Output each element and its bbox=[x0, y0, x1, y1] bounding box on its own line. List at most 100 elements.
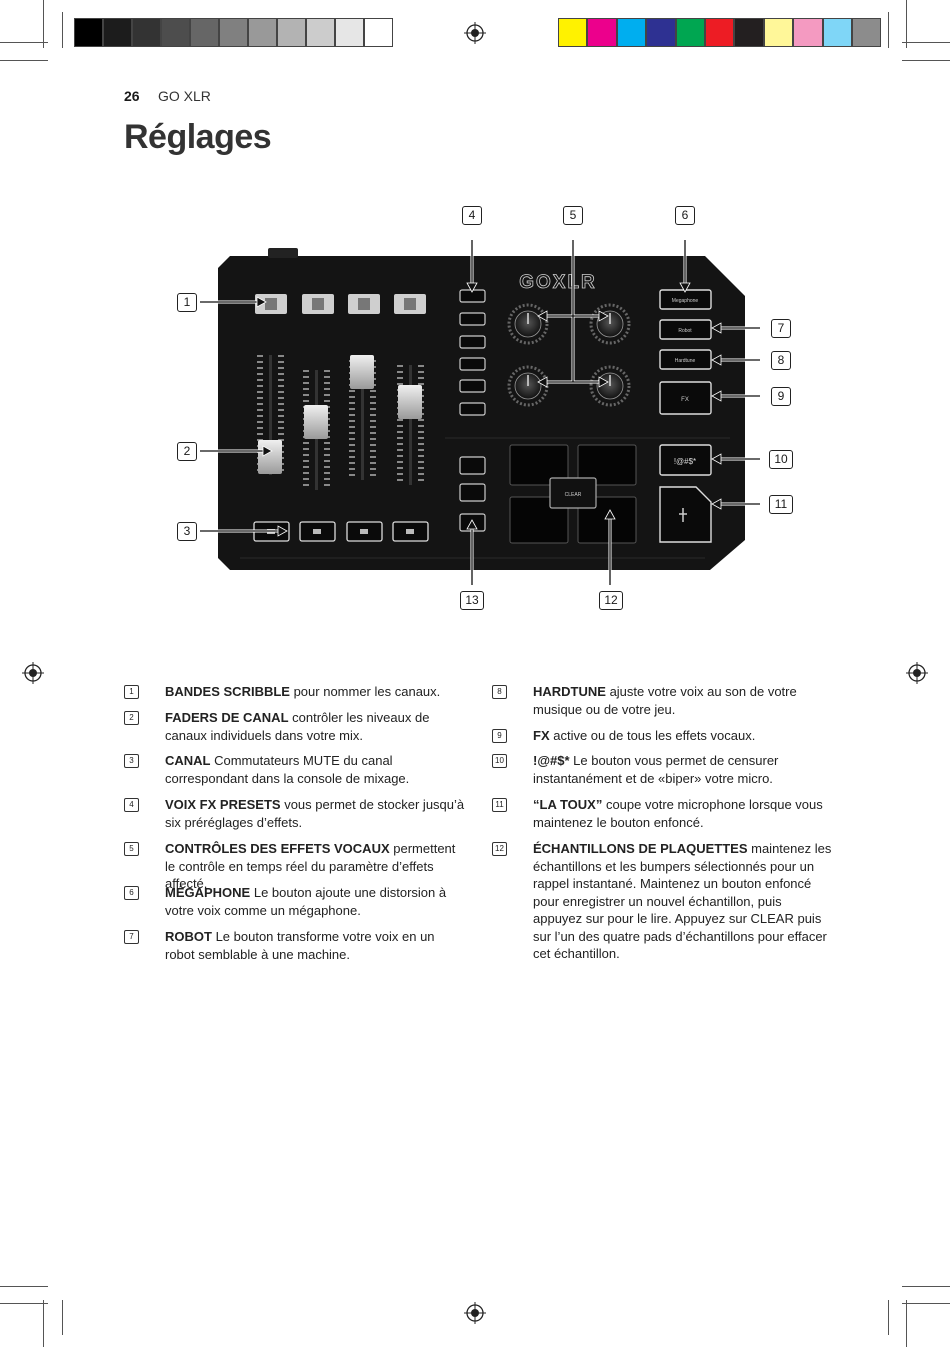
callout-1: 1 bbox=[177, 293, 197, 312]
crop-mark bbox=[902, 1286, 950, 1287]
megaphone-label: Megaphone bbox=[672, 298, 699, 304]
page-title: Réglages bbox=[124, 118, 272, 156]
legend-description: maintenez les échantillons et les bumper… bbox=[533, 841, 832, 961]
legend-term: CONTRÔLES DES EFFETS VOCAUX bbox=[165, 841, 390, 856]
effect-knob bbox=[507, 303, 549, 345]
callout-6: 6 bbox=[675, 206, 695, 225]
color-swatch bbox=[763, 18, 794, 47]
preset-button bbox=[459, 357, 486, 371]
color-swatch bbox=[558, 18, 588, 47]
fader-cap bbox=[398, 385, 422, 419]
preset-button bbox=[459, 379, 486, 393]
legend-term: ROBOT bbox=[165, 929, 212, 944]
callout-12: 12 bbox=[599, 591, 623, 610]
robot-label: Robot bbox=[678, 328, 692, 334]
crop-mark bbox=[906, 0, 907, 48]
legend-number: 10 bbox=[492, 754, 507, 768]
crop-mark bbox=[43, 1300, 44, 1347]
legend-description: Le bouton vous permet de censurer instan… bbox=[533, 753, 779, 786]
color-swatch bbox=[248, 18, 277, 47]
callout-4: 4 bbox=[462, 206, 482, 225]
color-swatch bbox=[793, 18, 823, 47]
crop-mark bbox=[0, 42, 48, 43]
effect-knob bbox=[589, 303, 631, 345]
effect-knob bbox=[589, 365, 631, 407]
goxlr-logo: GOXLR bbox=[519, 272, 597, 293]
legend-number: 4 bbox=[124, 798, 139, 812]
legend-number: 2 bbox=[124, 711, 139, 725]
preset-button bbox=[459, 335, 486, 349]
legend-term: MÉGAPHONE bbox=[165, 885, 251, 900]
registration-mark-icon bbox=[906, 662, 928, 684]
legend-term: “LA TOUX” bbox=[533, 797, 603, 812]
color-swatch bbox=[306, 18, 335, 47]
running-header: GO XLR bbox=[158, 88, 211, 104]
fx-label: FX bbox=[681, 397, 689, 403]
color-swatch bbox=[74, 18, 103, 47]
color-swatch bbox=[822, 18, 852, 47]
color-swatch bbox=[705, 18, 735, 47]
registration-mark-icon bbox=[464, 22, 486, 44]
legend-number: 1 bbox=[124, 685, 139, 699]
color-swatch bbox=[103, 18, 132, 47]
crop-mark bbox=[902, 42, 950, 43]
fader-cap bbox=[258, 440, 282, 474]
legend-description: Commutateurs MUTE du canal correspondant… bbox=[165, 753, 410, 786]
callout-8: 8 bbox=[771, 351, 791, 370]
fader-cap bbox=[304, 405, 328, 439]
crop-mark bbox=[888, 1300, 889, 1335]
crop-mark bbox=[0, 60, 48, 61]
preset-button bbox=[459, 312, 486, 326]
legend-term: BANDES SCRIBBLE bbox=[165, 684, 290, 699]
color-swatch bbox=[852, 18, 882, 47]
callout-9: 9 bbox=[771, 387, 791, 406]
callout-10: 10 bbox=[769, 450, 793, 469]
legend-term: !@#$* bbox=[533, 753, 570, 768]
crop-mark bbox=[906, 1300, 907, 1347]
color-swatch bbox=[616, 18, 647, 47]
legend-number: 8 bbox=[492, 685, 507, 699]
crop-mark bbox=[902, 1303, 950, 1304]
crop-mark bbox=[62, 12, 63, 48]
legend-term: FX bbox=[533, 728, 550, 743]
crop-mark bbox=[62, 1300, 63, 1335]
legend-description: vous permet de stocker jusqu’à six préré… bbox=[165, 797, 465, 830]
legend-number: 6 bbox=[124, 886, 139, 900]
legend-number: 11 bbox=[492, 798, 507, 812]
color-swatch bbox=[675, 18, 705, 47]
color-swatch bbox=[161, 18, 190, 47]
color-swatch bbox=[734, 18, 764, 47]
clear-label: CLEAR bbox=[565, 492, 582, 498]
legend-description: ajuste votre voix au son de votre musiqu… bbox=[533, 684, 797, 717]
legend-number: 3 bbox=[124, 754, 139, 768]
registration-mark-icon bbox=[22, 662, 44, 684]
legend-number: 12 bbox=[492, 842, 507, 856]
legend-term: CANAL bbox=[165, 753, 211, 768]
crop-mark bbox=[43, 0, 44, 48]
color-swatch bbox=[364, 18, 393, 47]
legend-description: pour nommer les canaux. bbox=[289, 684, 441, 699]
fader-cap bbox=[350, 355, 374, 389]
callout-5: 5 bbox=[563, 206, 583, 225]
color-swatch bbox=[219, 18, 248, 47]
callout-3: 3 bbox=[177, 522, 197, 541]
preset-button bbox=[459, 402, 486, 416]
callout-13: 13 bbox=[460, 591, 484, 610]
color-swatch bbox=[587, 18, 617, 47]
page-number: 26 bbox=[124, 88, 140, 104]
legend-number: 9 bbox=[492, 729, 507, 743]
censor-label: !@#$* bbox=[674, 457, 696, 466]
color-swatch bbox=[132, 18, 161, 47]
color-swatch bbox=[190, 18, 219, 47]
color-swatch bbox=[335, 18, 364, 47]
legend-number: 7 bbox=[124, 930, 139, 944]
color-swatch bbox=[646, 18, 676, 47]
callout-7: 7 bbox=[771, 319, 791, 338]
crop-mark bbox=[0, 1286, 48, 1287]
goxlr-device-illustration: GOXLR Megaphone Robot Hardtune FX !@#$* … bbox=[200, 240, 760, 585]
legend-number: 5 bbox=[124, 842, 139, 856]
callout-2: 2 bbox=[177, 442, 197, 461]
crop-mark bbox=[888, 12, 889, 48]
callout-11: 11 bbox=[769, 495, 793, 514]
crop-mark bbox=[0, 1303, 48, 1304]
